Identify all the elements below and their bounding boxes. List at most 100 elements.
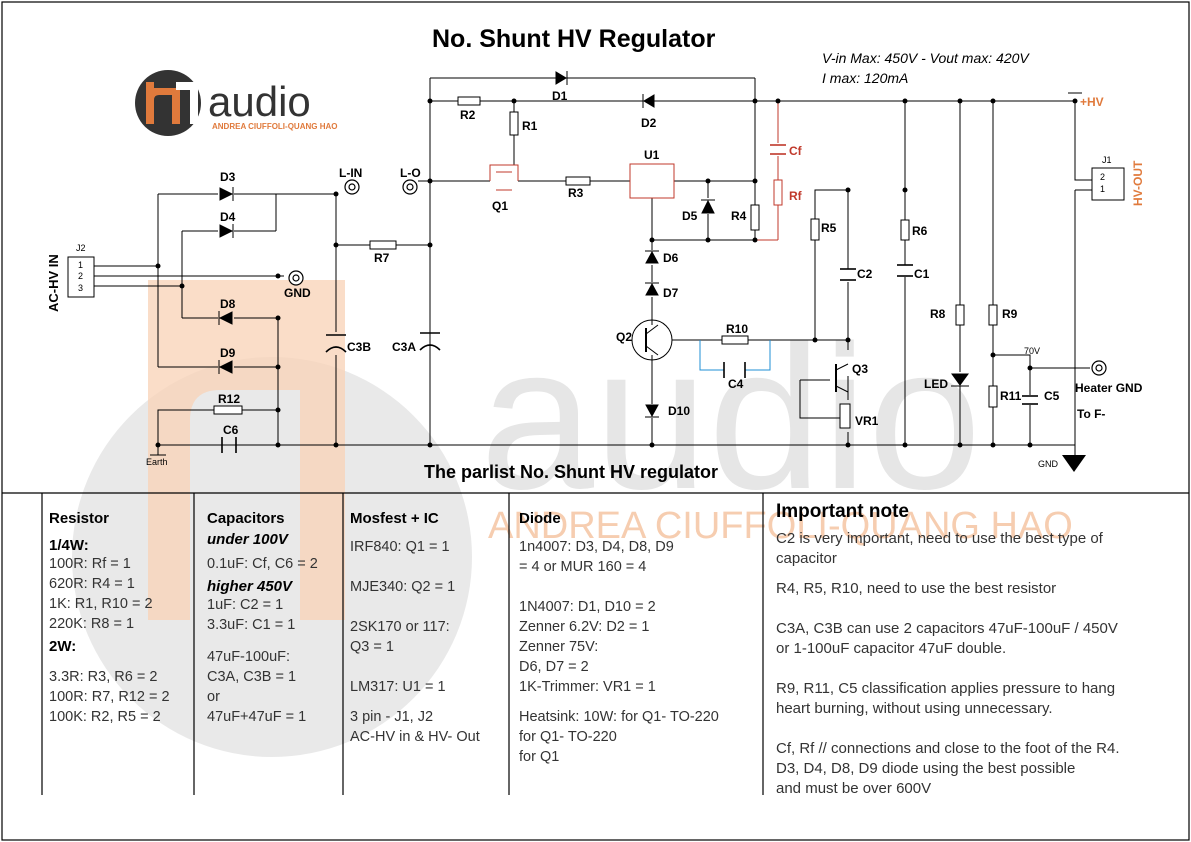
- resistor-r11: [988, 385, 998, 408]
- regulator-u1: [629, 163, 675, 199]
- capacitor-item: C3A, C3B = 1: [207, 669, 297, 685]
- note-line: C2 is very important, need to use the be…: [776, 530, 1103, 547]
- svg-text:L-O: L-O: [400, 166, 421, 180]
- svg-text:D8: D8: [220, 297, 236, 311]
- svg-text:Heater GND: Heater GND: [1075, 381, 1143, 395]
- svg-text:Q2: Q2: [616, 330, 632, 344]
- diode-heading: Diode: [519, 510, 561, 527]
- svg-text:D3: D3: [220, 170, 236, 184]
- svg-text:70V: 70V: [1024, 346, 1040, 356]
- svg-text:2: 2: [78, 271, 83, 281]
- mosfet-item: 3 pin - J1, J2: [350, 709, 434, 725]
- svg-text:R5: R5: [821, 221, 837, 235]
- capacitors-column: Capacitors under 100V 0.1uF: Cf, C6 = 2 …: [207, 494, 341, 793]
- diode-item: 1n4007: D3, D4, D8, D9: [519, 539, 674, 555]
- diode-item: = 4 or MUR 160 = 4: [519, 559, 647, 575]
- svg-text:D7: D7: [663, 286, 679, 300]
- capacitor-item: 47uF-100uF:: [207, 649, 291, 665]
- svg-text:C5: C5: [1044, 389, 1060, 403]
- note-line: D3, D4, D8, D9 diode using the best poss…: [776, 760, 1076, 777]
- note-line: or 1-100uF capacitor 47uF double.: [776, 640, 1007, 657]
- heatsink-item: Heatsink: 10W: for Q1- TO-220: [519, 709, 719, 725]
- svg-text:To F-: To F-: [1077, 407, 1105, 421]
- resistor-r7: [369, 240, 397, 250]
- svg-text:C3B: C3B: [347, 340, 371, 354]
- resistor-item: 100R: R7, R12 = 2: [49, 689, 170, 705]
- ground-symbol: [1062, 455, 1086, 472]
- mosfet-item: IRF840: Q1 = 1: [350, 539, 450, 555]
- watermark-tagline: ANDREA CIUFFOLI-QUANG HAO: [488, 505, 1073, 547]
- important-note-column: Important note C2 is very important, nee…: [776, 494, 1182, 797]
- svg-text:2: 2: [1100, 172, 1105, 182]
- svg-text:D10: D10: [668, 404, 690, 418]
- note-heading: Important note: [776, 501, 909, 522]
- capacitor-item: 0.1uF: Cf, C6 = 2: [207, 556, 318, 572]
- resistor-group-two-watt: 2W:: [49, 638, 77, 655]
- diode-item: Zenner 6.2V: D2 = 1: [519, 619, 650, 635]
- capacitor-item: 47uF+47uF = 1: [207, 709, 307, 725]
- svg-text:J2: J2: [76, 243, 86, 253]
- terminals: [288, 179, 1107, 376]
- resistor-item: 1K: R1, R10 = 2: [49, 596, 153, 612]
- mosfet-heading: Mosfest + IC: [350, 510, 439, 527]
- svg-text:D2: D2: [641, 116, 657, 130]
- note-line: heart burning, without using unnecessary…: [776, 700, 1053, 717]
- svg-text:VR1: VR1: [855, 414, 879, 428]
- svg-text:LED: LED: [924, 377, 948, 391]
- svg-text:GND: GND: [284, 286, 311, 300]
- svg-text:Q1: Q1: [492, 199, 508, 213]
- capacitors: [221, 144, 1038, 453]
- mosfet-item: 2SK170 or 117:: [350, 619, 450, 635]
- diode-item: Zenner 75V:: [519, 639, 599, 655]
- svg-text:R3: R3: [568, 186, 584, 200]
- junctions: [155, 98, 1078, 448]
- diodes: [218, 71, 969, 418]
- mosfet-ic-column: Mosfest + IC IRF840: Q1 = 1 MJE340: Q2 =…: [350, 494, 508, 793]
- resistor-r8: [955, 304, 965, 326]
- brand-logo: audio ANDREA CIUFFOLI-QUANG HAO: [135, 70, 337, 136]
- parts-list-title: The parlist No. Shunt HV regulator: [424, 462, 719, 482]
- diode-item: 1K-Trimmer: VR1 = 1: [519, 679, 656, 695]
- svg-text:Cf: Cf: [789, 144, 803, 158]
- resistor-r12: [213, 405, 243, 415]
- diode-item: D6, D7 = 2: [519, 659, 589, 675]
- svg-text:D6: D6: [663, 251, 679, 265]
- svg-text:1: 1: [78, 260, 83, 270]
- svg-text:Rf: Rf: [789, 189, 803, 203]
- note-line: and must be over 600V: [776, 780, 932, 797]
- heatsink-item: for Q1: [519, 749, 560, 765]
- small-labels: J2 1 2 3 J1 2 1 Earth GND 70V: [76, 155, 1112, 469]
- trimmer-vr1: [839, 403, 851, 429]
- resistor-r4: [750, 204, 760, 231]
- svg-text:R12: R12: [218, 392, 240, 406]
- resistor-item: 220K: R8 = 1: [49, 616, 135, 632]
- svg-text:1: 1: [1100, 184, 1105, 194]
- resistor-item: 100R: Rf = 1: [49, 556, 131, 572]
- mosfet-item: LM317: U1 = 1: [350, 679, 446, 695]
- resistor-r9: [988, 304, 998, 326]
- svg-text:R4: R4: [731, 209, 747, 223]
- resistor-r6: [900, 219, 910, 241]
- logo-tagline: ANDREA CIUFFOLI-QUANG HAO: [212, 122, 337, 131]
- svg-text:C2: C2: [857, 267, 873, 281]
- capacitors-group-higher-450v: higher 450V: [207, 578, 293, 595]
- resistor-group-quarter-watt: 1/4W:: [49, 537, 89, 554]
- mosfet-item: AC-HV in & HV- Out: [350, 729, 480, 745]
- svg-text:D1: D1: [552, 89, 568, 103]
- svg-text:R9: R9: [1002, 307, 1018, 321]
- capacitor-item: 3.3uF: C1 = 1: [207, 617, 296, 633]
- svg-text:+HV: +HV: [1080, 95, 1104, 109]
- resistor-r3: [565, 176, 591, 186]
- svg-text:R7: R7: [374, 251, 390, 265]
- mosfet-item: Q3 = 1: [350, 639, 394, 655]
- resistor-item: 3.3R: R3, R6 = 2: [49, 669, 158, 685]
- svg-text:C3A: C3A: [392, 340, 416, 354]
- svg-text:Earth: Earth: [146, 457, 168, 467]
- svg-text:C1: C1: [914, 267, 930, 281]
- svg-text:D5: D5: [682, 209, 698, 223]
- resistor-column: Resistor 1/4W: 100R: Rf = 1 620R: R4 = 1…: [49, 494, 191, 793]
- resistor-item: 620R: R4 = 1: [49, 576, 135, 592]
- svg-text:U1: U1: [644, 148, 660, 162]
